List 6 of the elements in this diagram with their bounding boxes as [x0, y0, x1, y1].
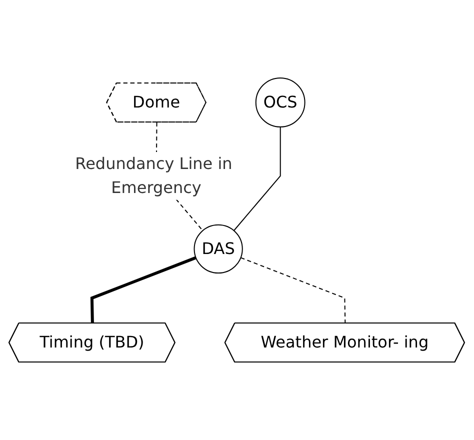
node-circle: DAS	[194, 224, 244, 274]
connector	[234, 126, 282, 232]
connector	[90, 256, 197, 324]
node-circle: OCS	[256, 77, 306, 128]
connector	[240, 257, 346, 324]
edge-label: Redundancy Line in Emergency	[75, 154, 233, 197]
